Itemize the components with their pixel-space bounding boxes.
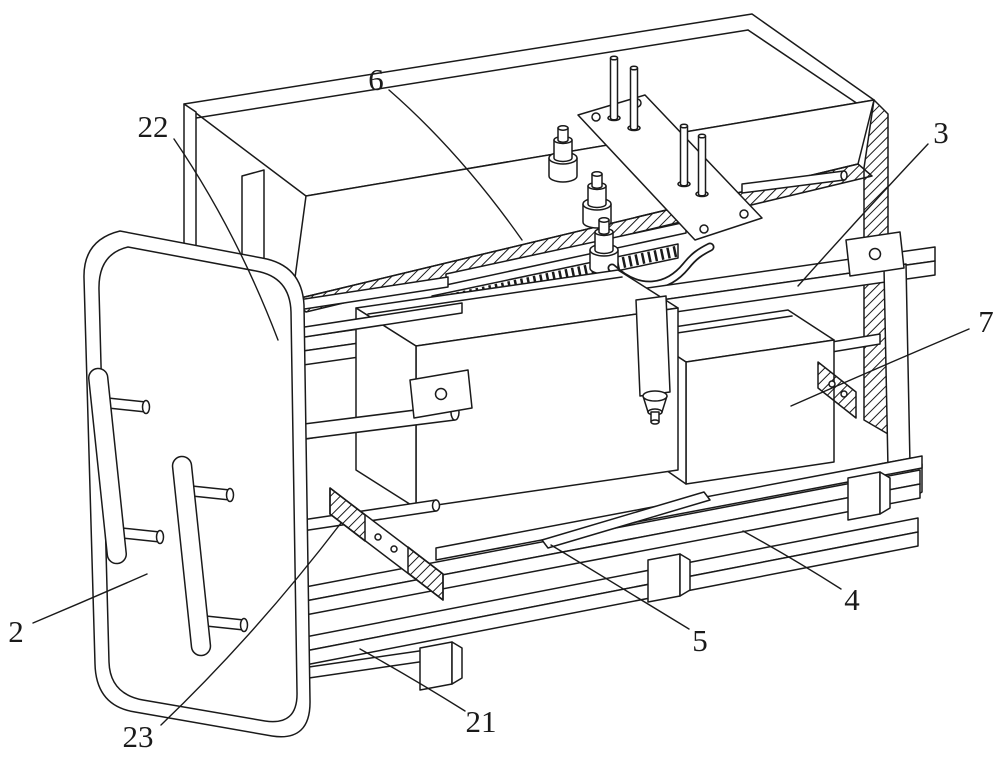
grease-fittings — [548, 125, 619, 275]
part-label-5: 5 — [692, 623, 708, 658]
handle-lower — [171, 455, 249, 657]
handle-upper — [87, 367, 165, 565]
tank-left — [355, 269, 679, 509]
leader-lines — [32, 89, 970, 726]
leader-line-7 — [790, 328, 970, 407]
leader-line-5 — [550, 544, 690, 630]
base-frame — [299, 469, 921, 667]
part-label-3: 3 — [933, 115, 949, 150]
leader-line-2 — [32, 573, 148, 624]
cross-brace — [541, 491, 711, 549]
leader-line-6 — [388, 89, 523, 241]
part-label-21: 21 — [466, 704, 497, 739]
drain-funnel — [642, 390, 668, 425]
part-label-23: 23 — [123, 719, 154, 754]
end-plate — [83, 230, 311, 738]
top-mounting-plate — [577, 55, 848, 241]
part-labels: 2 3 4 5 6 7 21 22 23 — [8, 62, 994, 754]
part-label-2: 2 — [8, 614, 24, 649]
plate-handles — [87, 367, 249, 657]
part-label-22: 22 — [138, 109, 169, 144]
leader-line-23 — [160, 522, 342, 726]
part-label-6: 6 — [368, 62, 384, 97]
center-bracket — [635, 295, 671, 397]
leader-line-3 — [797, 143, 929, 287]
linear-guide-left — [329, 487, 444, 601]
clamp-blocks — [409, 231, 905, 419]
leader-line-22 — [173, 138, 279, 341]
guide-pins — [607, 55, 709, 198]
leader-line-4 — [742, 530, 842, 590]
part-label-4: 4 — [844, 582, 860, 617]
frame-legs — [419, 471, 891, 691]
linear-guide-right — [817, 361, 857, 419]
leader-line-21 — [359, 648, 466, 712]
part-label-7: 7 — [978, 304, 994, 339]
